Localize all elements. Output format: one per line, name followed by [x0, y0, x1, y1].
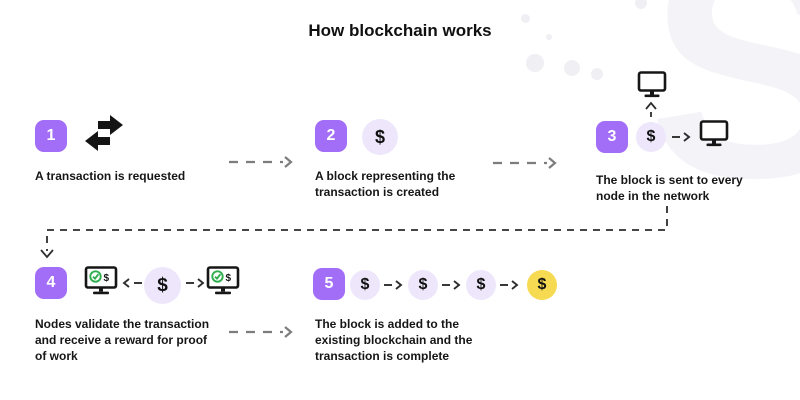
- step-1-badge: 1: [35, 120, 67, 152]
- dollar-glyph: $: [374, 126, 385, 147]
- arrow-to-right-node: [186, 278, 205, 288]
- dollar-glyph: $: [104, 273, 110, 284]
- chain-link-arrow: [442, 280, 461, 290]
- step-3-caption: The block is sent to every node in the n…: [596, 173, 743, 203]
- validated-monitor-icon: $: [84, 266, 118, 295]
- chain-link-arrow: [384, 280, 403, 290]
- validated-monitor-icon: $: [206, 266, 240, 295]
- step-5-number: 5: [324, 275, 334, 292]
- block-coin: $: [466, 270, 496, 300]
- block-coin: $: [362, 119, 398, 155]
- step-1-caption: A transaction is requested: [35, 169, 186, 183]
- transaction-swap-icon: [85, 115, 123, 151]
- step-5-caption: The block is added to the existing block…: [315, 317, 473, 363]
- dollar-glyph: $: [226, 273, 232, 284]
- completed-block-coin: $: [527, 270, 557, 300]
- step-4-number: 4: [46, 274, 56, 291]
- step-4-badge: 4: [35, 267, 67, 299]
- step-2-number: 2: [326, 127, 336, 144]
- step-5-badge: 5: [313, 268, 345, 300]
- dollar-glyph: $: [476, 276, 486, 293]
- arrow-step4-to-step5: [229, 326, 293, 338]
- block-coin: $: [636, 122, 666, 152]
- arrow-step1-to-step2: [229, 156, 293, 168]
- arrow-step2-to-step3: [493, 157, 557, 169]
- step-3-badge: 3: [596, 121, 628, 153]
- dollar-glyph: $: [360, 276, 370, 293]
- arrow-to-right-node: [672, 132, 691, 142]
- step-2-badge: 2: [315, 120, 347, 152]
- dollar-glyph: $: [646, 128, 656, 145]
- step-4-caption: Nodes validate the transaction and recei…: [35, 317, 210, 363]
- dollar-glyph: $: [418, 276, 428, 293]
- dollar-glyph: $: [537, 276, 547, 293]
- chain-link-arrow: [500, 280, 519, 290]
- page-title: How blockchain works: [308, 21, 492, 40]
- block-coin: $: [144, 267, 181, 304]
- step-3-number: 3: [607, 128, 617, 145]
- step-1-number: 1: [46, 127, 56, 144]
- node-monitor-icon: [637, 71, 667, 98]
- node-monitor-icon: [699, 120, 729, 147]
- block-coin: $: [350, 270, 380, 300]
- dollar-glyph: $: [157, 274, 168, 296]
- arrow-to-left-node: [122, 278, 142, 288]
- block-coin: $: [408, 270, 438, 300]
- step-2-caption: A block representing the transaction is …: [315, 169, 456, 199]
